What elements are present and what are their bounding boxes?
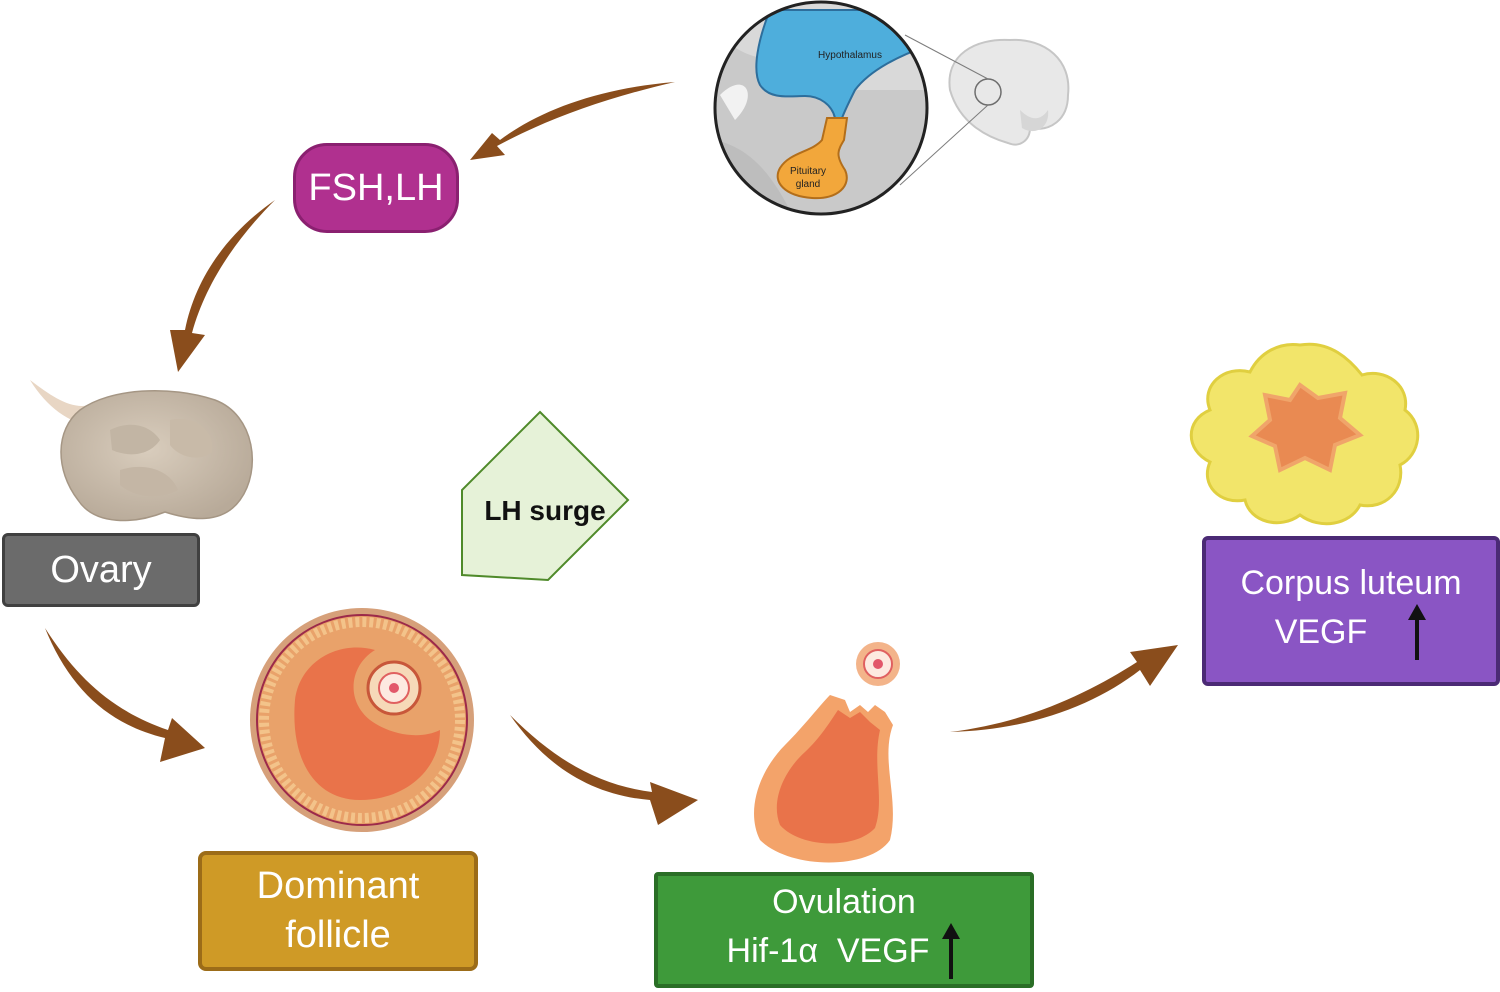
arrow-ovulation-to-corpus-luteum [950, 645, 1178, 732]
arrow-hormones-to-ovary [170, 200, 275, 372]
ovulation-label-line2: Hif-1α VEGF [726, 932, 930, 970]
ovulation-label-box: Ovulation Hif-1α VEGF [654, 872, 1034, 988]
corpus-luteum-label-row: VEGF [1274, 604, 1428, 661]
pituitary-label-line1: Pituitary [790, 166, 826, 177]
ovary-icon [30, 380, 253, 522]
corpus-luteum-label-line1: Corpus luteum [1240, 563, 1462, 602]
ovary-label: Ovary [50, 548, 152, 591]
hypothalamus-label: Hypothalamus [818, 50, 882, 61]
hypothalamus-shape [755, 9, 927, 119]
lh-surge-shape [461, 410, 630, 582]
arrow-follicle-to-ovulation [510, 715, 698, 825]
dominant-follicle-label-line2: follicle [285, 914, 391, 956]
dominant-follicle-label-box: Dominant follicle [198, 851, 478, 971]
fsh-lh-badge: FSH,LH [293, 143, 459, 233]
corpus-luteum-label-line2: VEGF [1274, 613, 1368, 651]
lh-surge-label: LH surge [484, 495, 606, 526]
ovulation-label-line1: Ovulation [772, 882, 916, 921]
corpus-luteum-label-box: Corpus luteum VEGF [1202, 536, 1500, 686]
ovulation-label-row: Hif-1α VEGF [726, 923, 962, 980]
up-arrow-icon [1408, 604, 1427, 661]
follicle-icon [250, 608, 474, 832]
brain-icon: Hypothalamus Pituitary gland [713, 0, 1070, 216]
arrow-ovary-to-follicle [45, 628, 205, 762]
ovulation-icon [754, 642, 900, 863]
pituitary-shape [776, 117, 849, 200]
ovary-label-box: Ovary [2, 533, 200, 607]
brain-sagittal [899, 34, 1070, 186]
dominant-follicle-label-line1: Dominant [256, 864, 420, 907]
fsh-lh-label: FSH,LH [308, 166, 444, 209]
arrow-brain-to-hormones [470, 82, 675, 160]
pituitary-label-line2: gland [796, 179, 820, 190]
up-arrow-icon [942, 923, 961, 980]
corpus-luteum-icon [1189, 342, 1420, 526]
